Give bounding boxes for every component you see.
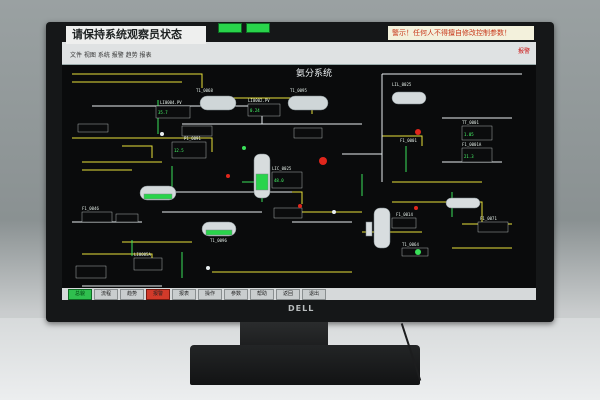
footer-button-8[interactable]: 返回 <box>276 289 300 300</box>
vessel-horizontal-4 <box>139 185 177 201</box>
process-flow-diagram: T1_0068 LI0002.PV T1_0095 LI0004.PV LIL_… <box>72 73 522 287</box>
vessel-horizontal-1 <box>199 95 237 111</box>
footer-button-3[interactable]: 报警 <box>146 289 170 300</box>
footer-button-6[interactable]: 参数 <box>224 289 248 300</box>
monitor-stand-base <box>190 345 420 385</box>
footer-button-1[interactable]: 流程 <box>94 289 118 300</box>
tag-t6: TT_0001 <box>462 120 479 125</box>
column-tower <box>365 207 391 249</box>
sticky-note-right: 警示！任何人不得擅自修改控制参数！ <box>388 26 534 40</box>
value-v1: 35.7 <box>158 110 168 115</box>
vessel-horizontal-5 <box>201 221 237 237</box>
diagram-title: 氨分系统 <box>296 69 333 79</box>
status-indicator-1 <box>218 23 242 33</box>
vessel-horizontal-3 <box>391 91 427 105</box>
footer-button-2[interactable]: 趋势 <box>120 289 144 300</box>
footer-nav-bar: 总貌 流程 趋势 报警 报表 操作 参数 帮助 返回 退出 <box>62 288 536 300</box>
tag-t13: F1_0014 <box>396 212 413 217</box>
status-indicator-2 <box>246 23 270 33</box>
tag-t11: F1_0046 <box>82 206 99 211</box>
tag-t16: T1_0064 <box>402 242 419 247</box>
footer-button-5[interactable]: 操作 <box>198 289 222 300</box>
tag-t3: T1_0095 <box>290 88 307 93</box>
footer-button-9[interactable]: 退出 <box>302 289 326 300</box>
valve-markers <box>160 129 421 270</box>
tag-t2: LI0002.PV <box>248 98 270 103</box>
alarm-light-icon[interactable] <box>318 156 328 166</box>
tag-t1: T1_0068 <box>196 88 213 93</box>
scada-screen: T1_0068 LI0002.PV T1_0095 LI0004.PV LIL_… <box>62 42 536 300</box>
toolbar-menu[interactable]: 文件 视图 系统 报警 趋势 报表 <box>70 52 152 59</box>
tag-t10: LIC_0025 <box>272 166 292 171</box>
value-v2: 0.24 <box>250 108 260 113</box>
value-v4: 48.0 <box>274 178 284 183</box>
tag-t9: P1_0091 <box>184 136 201 141</box>
footer-button-7[interactable]: 帮助 <box>250 289 274 300</box>
scada-toolbar: 文件 视图 系统 报警 趋势 报表 报警 <box>62 42 536 65</box>
footer-button-4[interactable]: 报表 <box>172 289 196 300</box>
toolbar-alarm-label[interactable]: 报警 <box>517 48 530 55</box>
vessel-horizontal-2 <box>287 95 329 111</box>
tag-t14: F1_0071 <box>480 216 497 221</box>
tag-t15: LI0005A <box>134 252 151 257</box>
tag-t7: F1_0001 <box>400 138 417 143</box>
value-v3: 12.5 <box>174 148 184 153</box>
vessel-horizontal-6 <box>445 197 481 209</box>
tag-t8: F1_0001A <box>462 142 482 147</box>
tag-t12: T1_0096 <box>210 238 227 243</box>
footer-button-0[interactable]: 总貌 <box>68 289 92 300</box>
sticky-note-left: 请保持系统观察员状态 <box>66 26 206 44</box>
value-v6: 21.3 <box>464 154 474 159</box>
vessel-vertical-1 <box>253 153 271 199</box>
value-v5: 1.05 <box>464 132 474 137</box>
tag-t4: LI0004.PV <box>160 100 182 105</box>
monitor-brand-logo: DELL <box>288 304 315 313</box>
tag-t5: LIL_0025 <box>392 82 412 87</box>
